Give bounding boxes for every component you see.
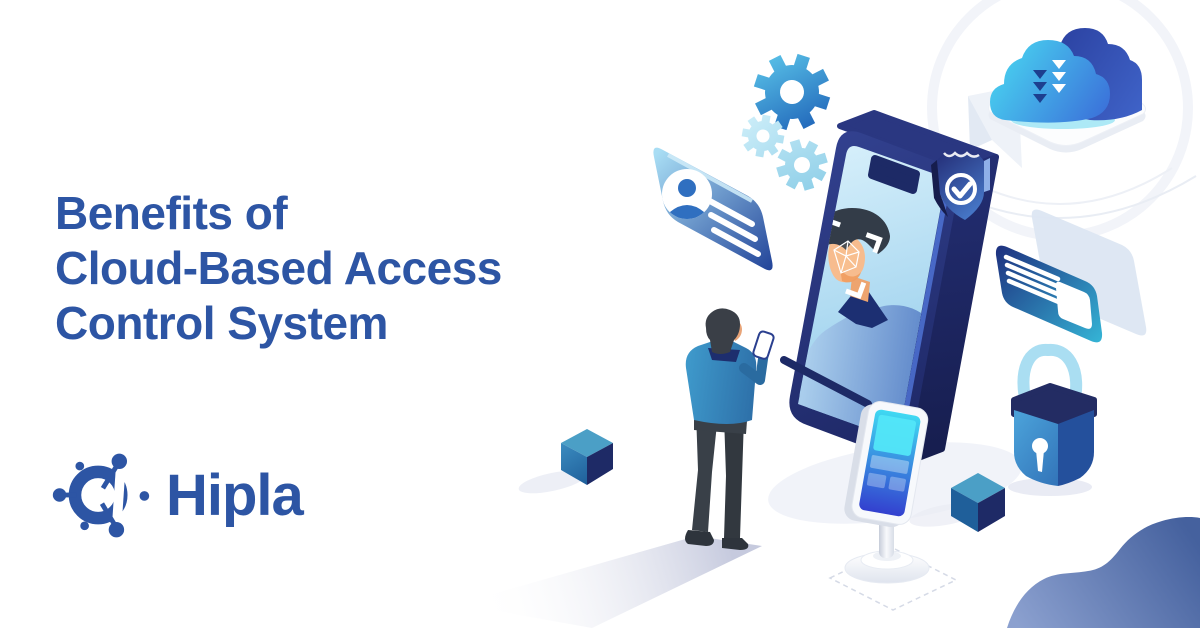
person-shadow	[458, 536, 762, 628]
check-mark	[951, 181, 973, 199]
person-leg-right	[724, 416, 744, 538]
person-arm	[739, 347, 769, 385]
check-circle	[945, 173, 977, 205]
person-shoe-right	[722, 538, 749, 550]
shield-front	[937, 153, 984, 220]
screen-man-collar	[838, 282, 888, 328]
access-kiosk	[828, 401, 958, 611]
phone-notch	[868, 155, 920, 194]
hipla-network-icon	[52, 453, 150, 538]
cube-decoration-left	[518, 429, 613, 494]
card-back-decoration	[1031, 209, 1147, 336]
screen-man-hair	[817, 208, 890, 254]
face-mesh	[833, 240, 860, 274]
kiosk-panel	[844, 401, 929, 528]
bezel-highlight	[898, 181, 951, 441]
lock-body-right	[1058, 410, 1094, 486]
brand-name: Hipla	[166, 462, 304, 528]
person-using-phone-icon	[685, 308, 775, 550]
cube-decoration-right	[909, 473, 1005, 532]
title-line-2: Cloud-Based Access	[55, 242, 502, 294]
id-card-icon	[653, 147, 773, 271]
card-photo-box	[1055, 281, 1092, 329]
brand-logo: Hipla	[48, 446, 304, 544]
shield-check-icon	[931, 151, 990, 220]
person-shoe-left	[685, 530, 714, 546]
card-highlight	[667, 153, 753, 203]
gear-icon-large	[753, 53, 831, 131]
pointer-bar	[780, 356, 872, 408]
lock-shackle	[1017, 343, 1083, 418]
title-line-1: Benefits of	[55, 187, 288, 239]
cloud-front	[990, 40, 1110, 123]
card-text-lines	[1003, 254, 1064, 306]
lock-shadow	[1008, 478, 1092, 496]
person-torso	[685, 340, 757, 424]
download-arrows	[1033, 60, 1066, 103]
padlock-icon	[1008, 343, 1097, 496]
banner-title: Benefits of Cloud-Based Access Control S…	[55, 186, 502, 351]
person-leg-left	[692, 412, 718, 532]
shield-side	[984, 158, 990, 192]
card-text-lines	[705, 197, 761, 257]
cloud-download-icon	[988, 28, 1147, 153]
avatar-person-icon	[670, 179, 704, 219]
gear-icon-small	[741, 114, 785, 158]
access-card-icon	[995, 245, 1103, 343]
person-hair	[705, 308, 740, 354]
keyhole	[1032, 438, 1048, 472]
handheld-phone	[752, 330, 775, 360]
gear-icon-mid	[776, 139, 828, 191]
wave-decoration	[1007, 517, 1200, 628]
title-line-3: Control System	[55, 297, 388, 349]
